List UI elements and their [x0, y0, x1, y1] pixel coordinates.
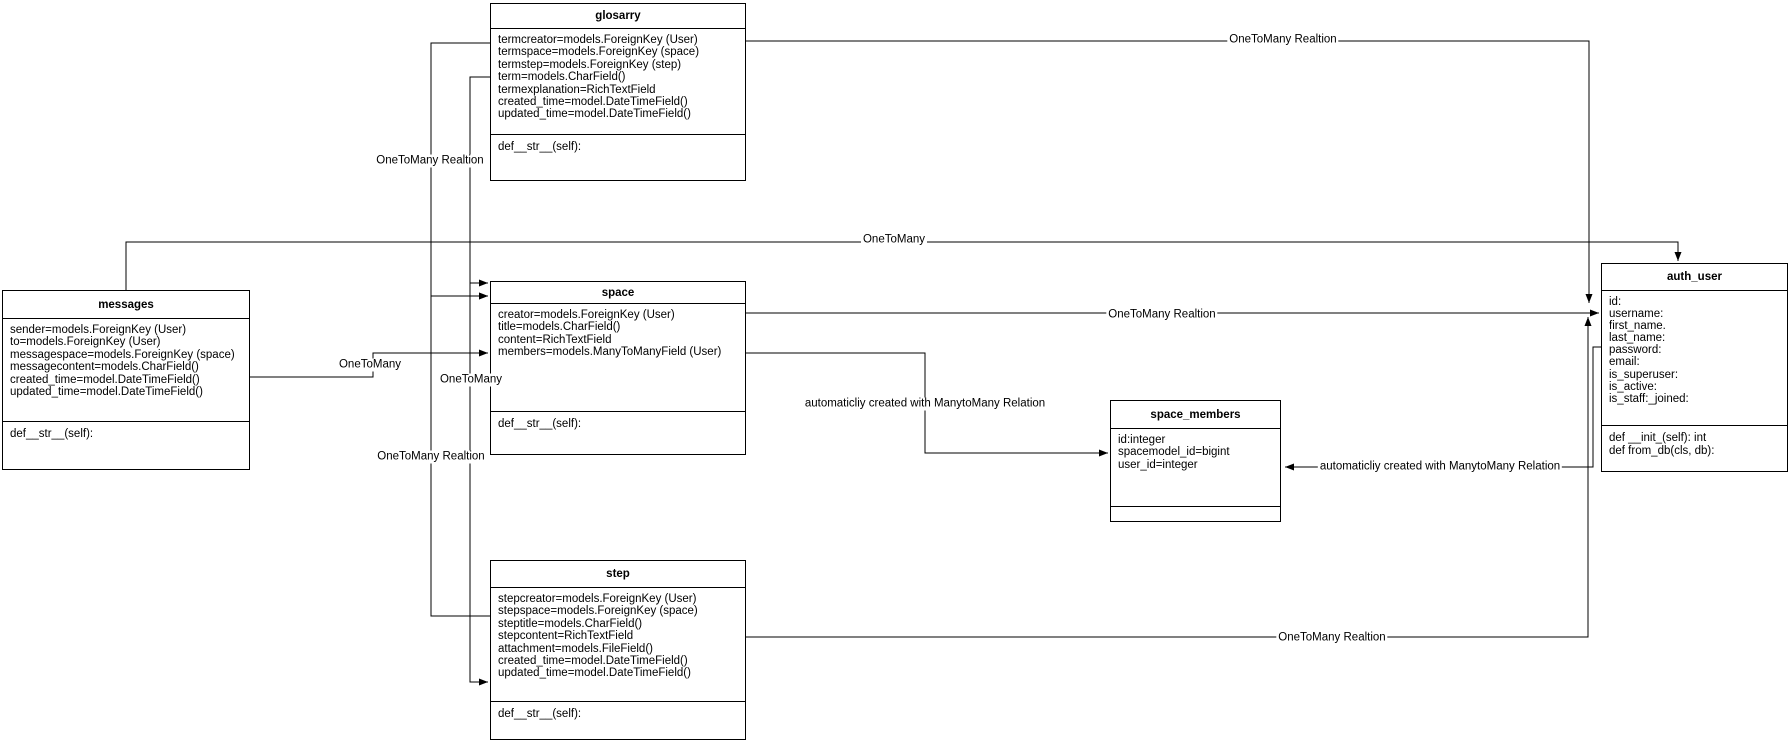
- entity-messages-fields: sender=models.ForeignKey (User) to=model…: [10, 324, 235, 399]
- entity-space-members[interactable]: space_members id:integer spacemodel_id=b…: [1110, 400, 1281, 522]
- entity-step[interactable]: step stepcreator=models.ForeignKey (User…: [490, 560, 746, 740]
- label-messages-to-auth-user[interactable]: OneToMany: [860, 233, 928, 247]
- entity-messages-methods: def__str__(self):: [3, 421, 249, 469]
- connector-glosarry-to-space[interactable]: [430, 42, 490, 300]
- label-step-to-space[interactable]: OneToMany Realtion: [375, 450, 487, 464]
- entity-glosarry-methods: def__str__(self):: [491, 134, 745, 180]
- entity-glosarry-fields: termcreator=models.ForeignKey (User) ter…: [498, 34, 700, 121]
- entity-space-members-fields: id:integer spacemodel_id=bigint user_id=…: [1118, 434, 1230, 471]
- entity-space-members-title: space_members: [1111, 401, 1280, 429]
- label-messages-to-space[interactable]: OneToMany: [336, 358, 404, 372]
- entity-step-fields: stepcreator=models.ForeignKey (User) ste…: [498, 593, 698, 680]
- entity-messages-title: messages: [3, 291, 249, 319]
- connector-auth-user-to-space-members[interactable]: [1285, 346, 1601, 471]
- entity-step-methods: def__str__(self):: [491, 701, 745, 739]
- entity-space-title: space: [491, 282, 745, 304]
- entity-auth-user-methods: def __init_(self): int def from_db(cls, …: [1602, 425, 1787, 471]
- entity-auth-user-fields: id: username: first_name. last_name: pas…: [1609, 296, 1689, 405]
- label-glosarry-to-auth-user[interactable]: OneToMany Realtion: [1227, 33, 1339, 47]
- label-step-to-auth-user[interactable]: OneToMany Realtion: [1276, 631, 1388, 645]
- connector-messages-to-auth-user[interactable]: [125, 241, 1682, 290]
- label-glosarry-to-step[interactable]: OneToMany: [437, 373, 505, 387]
- entity-step-title: step: [491, 561, 745, 588]
- connector-glosarry-to-auth-user[interactable]: [745, 40, 1593, 303]
- connector-step-to-auth-user[interactable]: [745, 317, 1592, 638]
- label-glosarry-to-space[interactable]: OneToMany Realtion: [374, 154, 486, 168]
- entity-space-methods: def__str__(self):: [491, 411, 745, 454]
- entity-messages[interactable]: messages sender=models.ForeignKey (User)…: [2, 290, 250, 470]
- entity-space[interactable]: space creator=models.ForeignKey (User) t…: [490, 281, 746, 455]
- entity-glosarry-title: glosarry: [491, 4, 745, 29]
- label-auth-user-to-space-members[interactable]: automaticliy created with ManytoMany Rel…: [1317, 460, 1563, 474]
- entity-glosarry[interactable]: glosarry termcreator=models.ForeignKey (…: [490, 3, 746, 181]
- label-space-to-auth-user[interactable]: OneToMany Realtion: [1106, 308, 1218, 322]
- entity-space-fields: creator=models.ForeignKey (User) title=m…: [498, 309, 722, 359]
- entity-space-members-methods: [1111, 506, 1280, 521]
- entity-auth-user-title: auth_user: [1602, 264, 1787, 291]
- label-space-to-space-members[interactable]: automaticliy created with ManytoMany Rel…: [802, 397, 1048, 411]
- entity-auth-user[interactable]: auth_user id: username: first_name. last…: [1601, 263, 1788, 472]
